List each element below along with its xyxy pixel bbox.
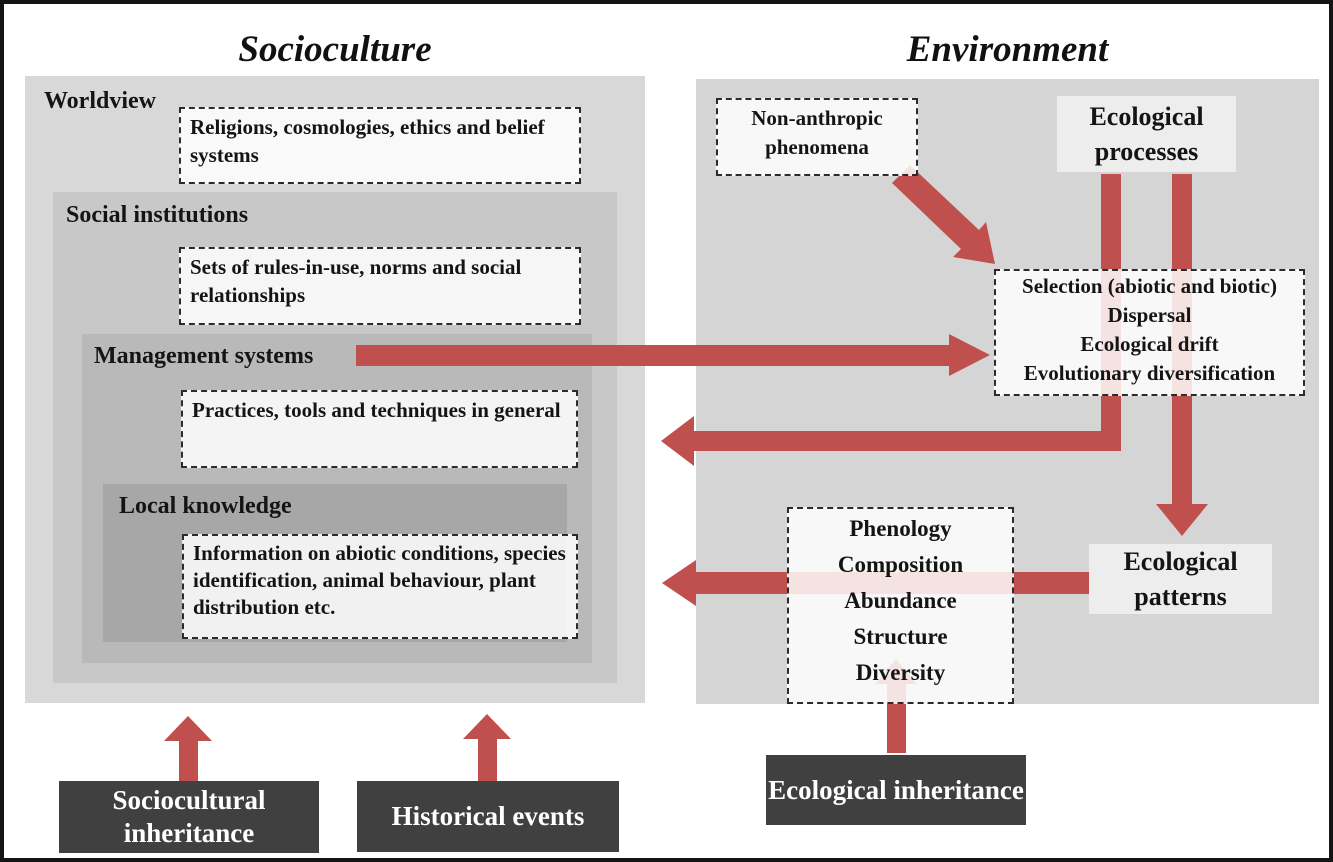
arrow-management-to-selection-head [949, 334, 990, 376]
dashed-box-religions: Religions, cosmologies, ethics and belie… [179, 107, 581, 184]
dashed-box-non-anthropic: Non-anthropic phenomena [716, 98, 918, 176]
arrow-sociocultural-up-head [164, 716, 212, 741]
label-social-institutions: Social institutions [66, 202, 249, 228]
box-ecological-processes: Ecological processes [1057, 96, 1236, 172]
selection-line: Evolutionary diversification [1023, 361, 1276, 385]
dashed-box-local-information: Information on abiotic conditions, speci… [182, 534, 578, 639]
selection-line: Ecological drift [1080, 332, 1219, 356]
pattern-attribute: Composition [837, 552, 964, 577]
socioculture-title: Socioculture [238, 29, 432, 70]
pattern-attribute: Structure [853, 624, 948, 649]
arrow-return-to-practices-shaft [692, 431, 1121, 451]
pattern-attribute: Phenology [849, 516, 952, 541]
arrow-historical-up-head [463, 714, 511, 739]
arrow-management-to-selection-shaft [356, 345, 949, 366]
dashed-box-pattern-attributes: Phenology Composition Abundance Structur… [787, 507, 1014, 704]
box-ecological-inheritance: Ecological inheritance [766, 755, 1026, 825]
label-management-systems: Management systems [94, 343, 314, 369]
box-historical-events: Historical events [357, 781, 619, 852]
label-worldview: Worldview [44, 88, 156, 114]
arrow-return-to-practices-head [661, 416, 694, 466]
environment-title: Environment [906, 29, 1109, 70]
dashed-box-selection: Selection (abiotic and biotic) Dispersal… [994, 269, 1305, 396]
arrow-historical-up-shaft [478, 737, 497, 781]
pattern-attribute: Abundance [844, 588, 957, 613]
label-local-knowledge: Local knowledge [119, 493, 292, 519]
arrow-processes-to-patterns-head [1156, 504, 1208, 536]
arrow-sociocultural-up-shaft [179, 739, 198, 781]
pattern-attribute: Diversity [855, 660, 946, 685]
box-sociocultural-inheritance: Sociocultural inheritance [59, 781, 319, 853]
arrow-nonanthropic-to-selection [892, 165, 995, 264]
arrow-patterns-to-knowledge-head [662, 560, 696, 606]
dashed-box-rules: Sets of rules-in-use, norms and social r… [179, 247, 581, 325]
dashed-box-practices: Practices, tools and techniques in gener… [181, 390, 578, 468]
box-ecological-patterns: Ecological patterns [1089, 544, 1272, 614]
selection-line: Dispersal [1107, 303, 1192, 327]
selection-line: Selection (abiotic and biotic) [1022, 274, 1277, 298]
